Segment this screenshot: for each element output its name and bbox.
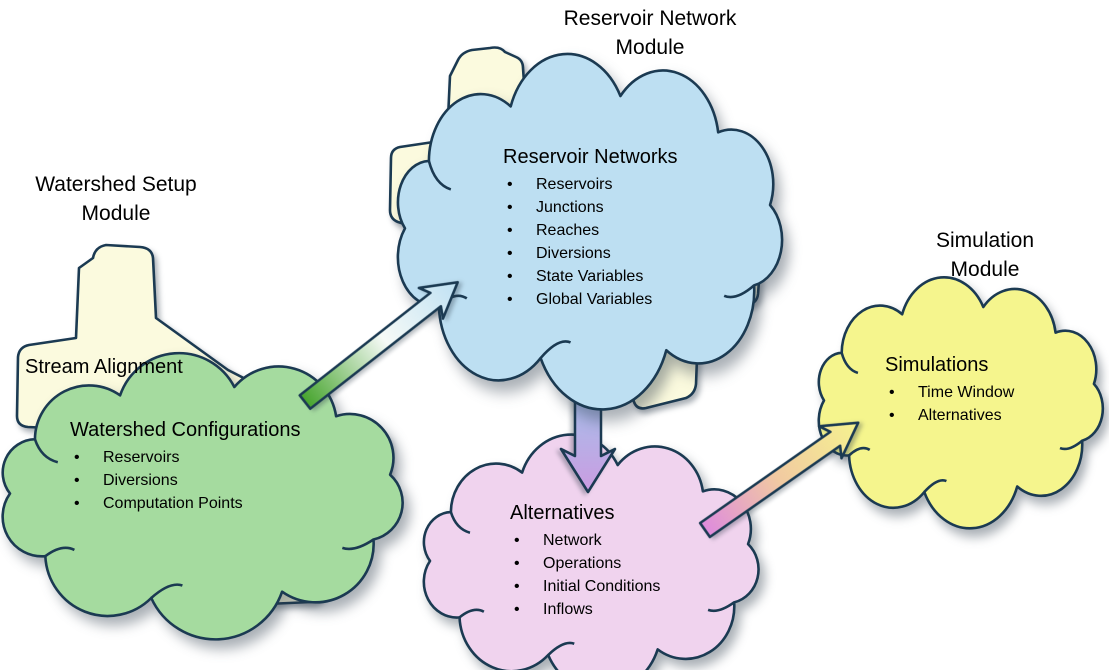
arrow-watershed-to-network xyxy=(298,280,459,410)
network-cloud xyxy=(398,54,782,409)
simulation-cloud xyxy=(819,277,1103,528)
watershed-cloud xyxy=(3,353,403,639)
arrow-alternatives-to-simulation xyxy=(698,421,860,539)
shape-layer xyxy=(3,46,1103,670)
